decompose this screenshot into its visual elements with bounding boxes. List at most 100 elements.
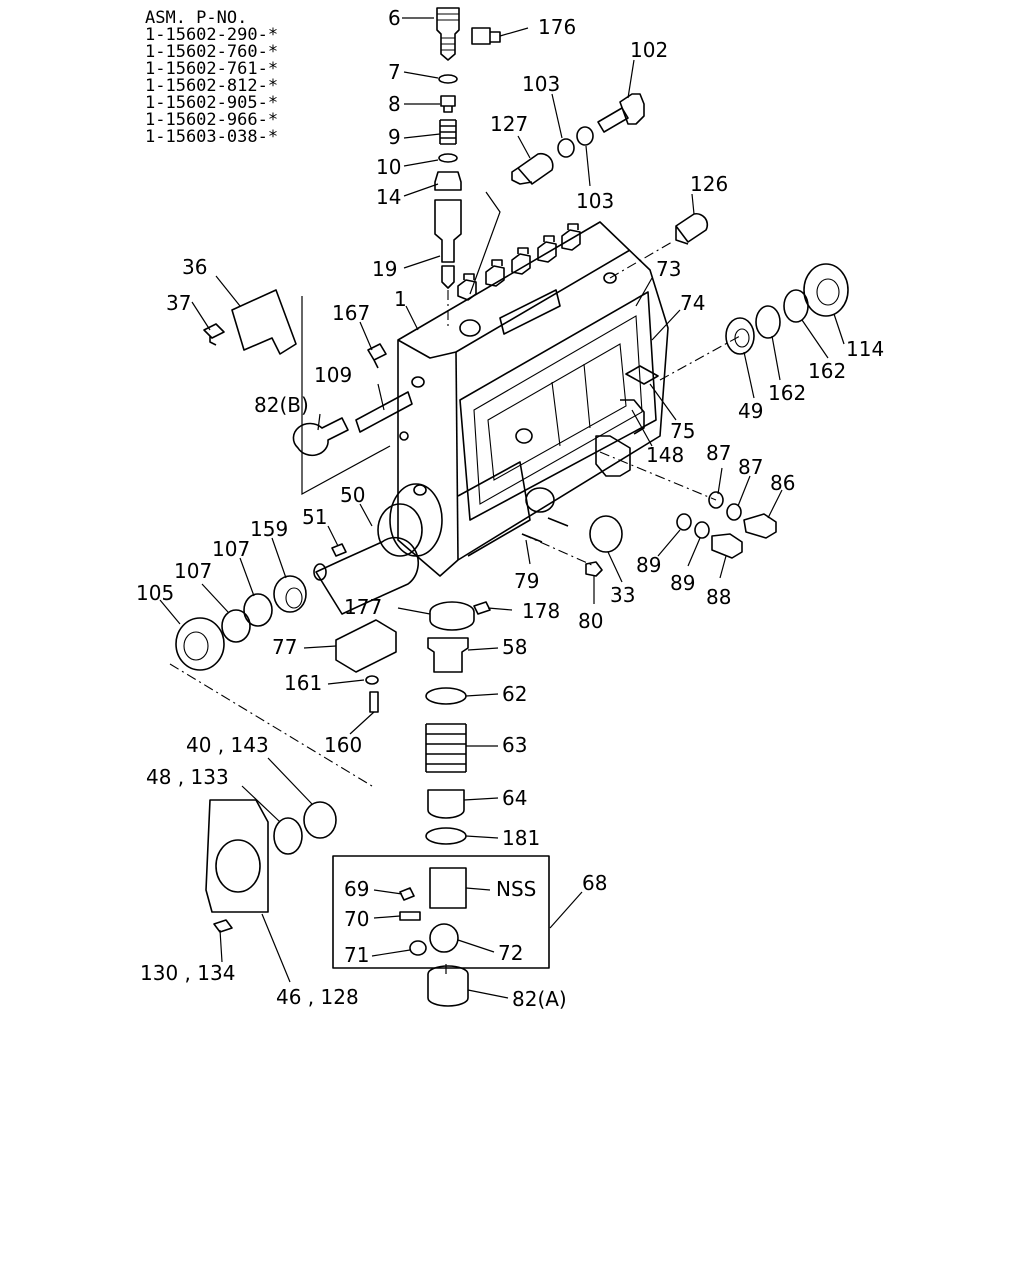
part-86-bolt [743,513,777,539]
part-33-o-ring [589,515,623,553]
part-160-screw [369,691,379,713]
part-75-bolt [625,365,659,385]
tappet-stack [425,601,491,845]
part-10-gasket [438,153,458,163]
callout-label: 161 [284,671,322,695]
leader [801,319,829,359]
callout-label: 62 [502,682,527,706]
delivery-valve-stack [434,7,462,330]
leader [377,383,385,411]
callout-label: 178 [522,599,560,623]
part-82b-screw [292,417,349,457]
leader [159,599,181,625]
assembly-header-title: ASM. P-NO. [145,8,247,28]
part-19-plunger [441,265,455,289]
callout-label: 68 [582,871,607,895]
assembly-part-number: 1-15602-290-* [145,25,278,45]
leader [635,277,653,307]
part-77-cover [335,619,397,673]
part-68-tappet-group-box [332,855,550,969]
callout-label: 48 , 133 [146,765,229,789]
callout-label: NSS [496,877,536,901]
callout-label: 77 [272,635,297,659]
callout-label: 130 , 134 [140,961,235,985]
part-40-seal [303,801,337,839]
leader [215,275,241,307]
leader [373,889,403,895]
callout-label: 177 [344,595,382,619]
leader [551,93,563,139]
leader [767,489,783,519]
leader [403,71,439,79]
part-71-bushing [409,940,427,956]
part-82a-plug [427,965,469,1007]
part-167-bolt [367,343,387,369]
outlet-fitting [511,247,531,275]
part-105-bearing-inner [183,631,209,661]
leader [403,133,441,139]
part-181-shim [425,827,467,845]
part-49-seal [725,317,755,355]
leader [219,929,223,963]
callout-label: 107 [212,537,250,561]
part-102-bolt-shank [597,107,629,133]
callout-label: 107 [174,559,212,583]
callout-label: 37 [166,291,191,315]
part-1-housing-outline [397,221,669,577]
callout-label: 74 [680,291,705,315]
assembly-part-number: 1-15602-812-* [145,76,278,96]
callout-label: 80 [578,609,603,633]
part-89-washer [694,521,710,539]
part-102-bolt-head [619,93,645,125]
leader [585,145,591,187]
part-14-valve [434,171,462,191]
part-70-pin [399,911,421,921]
housing-bracket [595,435,631,477]
bolt-centerline [599,451,717,501]
callout-label: 87 [738,455,763,479]
assembly-part-number: 1-15603-038-* [145,127,278,147]
callout-label: 82(B) [254,393,309,417]
callout-label: 9 [388,125,401,149]
leader [457,939,495,953]
callout-label: 176 [538,15,576,39]
part-36-bracket [231,289,297,355]
leader [403,183,439,197]
assembly-part-number: 1-15602-761-* [145,59,278,79]
part-89-washer [676,513,692,531]
leader [349,711,375,735]
callout-label: 127 [490,112,528,136]
leader [743,351,755,399]
leader [517,135,531,159]
bracket-group-line [301,296,391,496]
camshaft-end [313,563,327,581]
callout-label: 1 [394,287,407,311]
callout-label: 160 [324,733,362,757]
callout-label: 70 [344,907,369,931]
part-114-bearing [803,263,849,317]
leader [469,191,501,295]
leader [327,525,339,547]
callout-label: 126 [690,172,728,196]
housing-lower-face [457,461,531,557]
part-58-sleeve [427,637,469,673]
leader [771,335,781,381]
part-63-spring [425,723,467,773]
callout-label: 89 [636,553,661,577]
callout-label: 87 [706,441,731,465]
outlet-fitting [561,223,581,251]
leader [317,413,321,431]
housing-side-hole [411,376,425,388]
callout-label: 109 [314,363,352,387]
callout-label: 33 [610,583,635,607]
camshaft-body [315,536,420,615]
leader [607,551,623,583]
part-74-cover-plate [459,291,657,521]
part-69-pin [399,887,415,901]
cover-screw [515,428,533,444]
part-73-plug [603,272,617,284]
callout-label: 159 [250,517,288,541]
callout-label: 40 , 143 [186,733,269,757]
housing-port [459,319,481,337]
callout-label: 58 [502,635,527,659]
